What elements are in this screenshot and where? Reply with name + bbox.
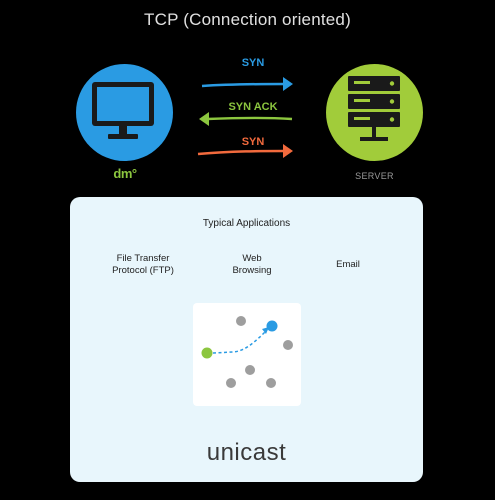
syn-arrow: [201, 77, 293, 91]
syn-final-arrow: [197, 144, 293, 158]
diagram-title: TCP (Connection oriented): [144, 10, 351, 29]
client-circle: [76, 64, 173, 161]
applications-panel: Typical Applications File Transfer Proto…: [70, 197, 423, 482]
client-logo: dm°: [113, 166, 137, 181]
syn-label: SYN: [241, 57, 265, 69]
monitor-icon: [92, 82, 154, 139]
network-node: [226, 378, 236, 388]
server-label: SERVER: [355, 171, 394, 181]
unicast-network-icon: [201, 316, 293, 388]
applications-heading: Typical Applications: [202, 218, 291, 229]
server-circle: [326, 64, 423, 161]
target-node: [266, 320, 278, 332]
source-node: [201, 347, 213, 359]
unicast-network-box: [193, 303, 301, 406]
mode-label: unicast: [206, 439, 287, 466]
application-ftp: File Transfer Protocol (FTP): [104, 253, 182, 277]
application-web-line1: Web: [242, 253, 262, 264]
syn-ack-arrow: [199, 112, 293, 126]
handshake-arrows: [197, 77, 293, 158]
application-web-line2: Browsing: [232, 265, 272, 276]
syn-final-label: SYN: [241, 136, 265, 148]
network-node: [245, 365, 255, 375]
syn-ack-label: SYN ACK: [228, 101, 278, 113]
network-node: [266, 378, 276, 388]
application-ftp-line2: Protocol (FTP): [112, 265, 174, 276]
application-web: Web Browsing: [216, 253, 288, 277]
network-node: [236, 316, 246, 326]
application-email-line1: Email: [336, 259, 360, 270]
network-node: [283, 340, 293, 350]
unicast-path: [212, 329, 268, 354]
server-rack-icon: [348, 76, 400, 141]
application-email: Email: [318, 259, 378, 271]
application-ftp-line1: File Transfer: [116, 253, 170, 264]
